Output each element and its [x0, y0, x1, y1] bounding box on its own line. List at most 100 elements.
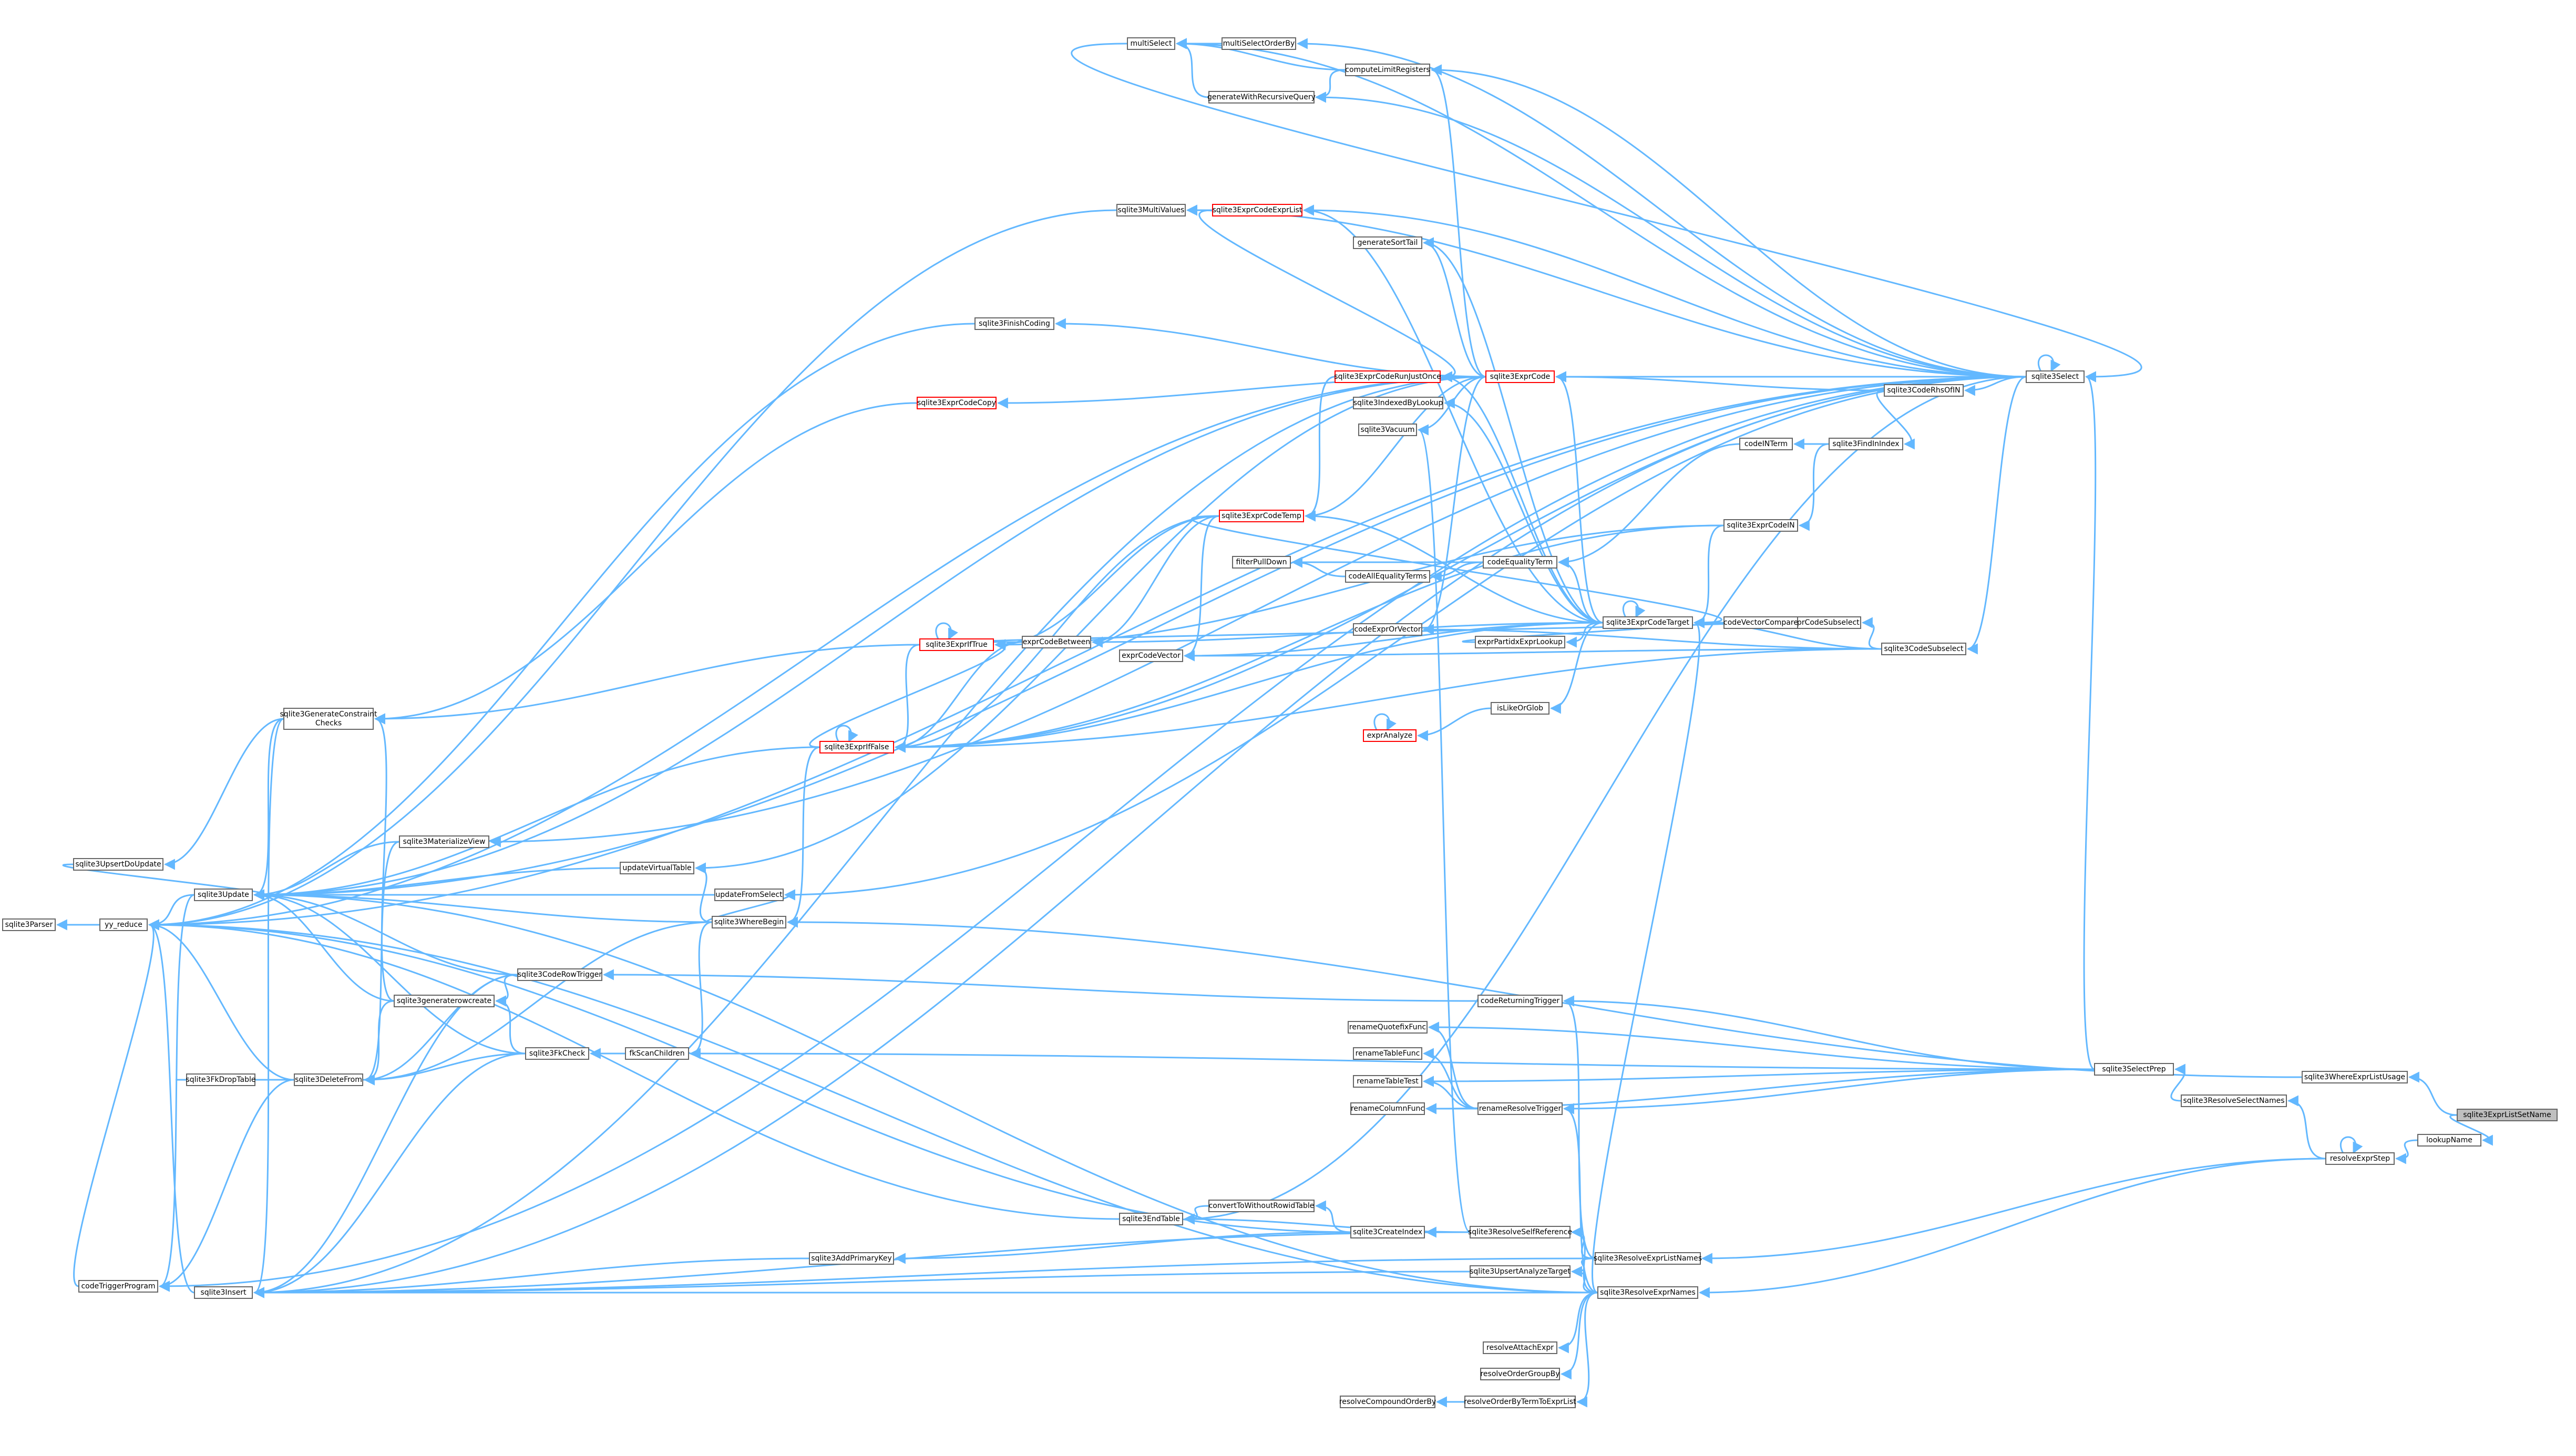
- node-updateVirtualTable[interactable]: updateVirtualTable: [620, 862, 694, 874]
- edge-sqlite3Select-to-generateWithRecursiveQuery: [1315, 91, 2027, 378]
- node-label: filterPullDown: [1236, 558, 1287, 566]
- node-sqlite3Insert[interactable]: sqlite3Insert: [194, 1286, 253, 1299]
- node-sqlite3ExprCodeTemp[interactable]: sqlite3ExprCodeTemp: [1219, 510, 1304, 522]
- node-computeLimitRegisters[interactable]: computeLimitRegisters: [1345, 64, 1430, 76]
- node-sqlite3ResolveExprListNames[interactable]: sqlite3ResolveExprListNames: [1594, 1252, 1702, 1265]
- edge-sqlite3CodeRowTrigger-to-sqlite3Update: [253, 889, 518, 976]
- node-box: [2325, 1152, 2395, 1165]
- node-sqlite3FkCheck[interactable]: sqlite3FkCheck: [525, 1047, 589, 1060]
- node-label: updateVirtualTable: [622, 864, 691, 872]
- node-exprCodeVector[interactable]: exprCodeVector: [1119, 649, 1183, 662]
- node-sqlite3CodeRhsOfIN[interactable]: sqlite3CodeRhsOfIN: [1884, 384, 1964, 397]
- node-resolveCompoundOrderBy[interactable]: resolveCompoundOrderBy: [1339, 1396, 1436, 1408]
- node-label: resolveCompoundOrderBy: [1339, 1398, 1436, 1406]
- node-codeReturningTrigger[interactable]: codeReturningTrigger: [1477, 995, 1563, 1007]
- node-lookupName[interactable]: lookupName: [2417, 1134, 2481, 1147]
- node-label: Checks: [315, 719, 342, 728]
- node-sqlite3FindInIndex[interactable]: sqlite3FindInIndex: [1829, 438, 1903, 450]
- node-yy_reduce[interactable]: yy_reduce: [99, 918, 148, 931]
- node-sqlite3ExprIfFalse[interactable]: sqlite3ExprIfFalse: [819, 741, 894, 753]
- node-sqlite3Select[interactable]: sqlite3Select: [2026, 370, 2085, 383]
- node-sqlite3ExprCodeCopy[interactable]: sqlite3ExprCodeCopy: [917, 397, 997, 409]
- node-label: sqlite3ResolveSelfReference: [1468, 1228, 1572, 1236]
- node-generateWithRecursiveQuery[interactable]: generateWithRecursiveQuery: [1207, 91, 1316, 104]
- edge-sqlite3ExprCodeTemp-to-exprCodeBetween: [1091, 515, 1220, 648]
- edge-codeINTerm-to-codeEqualityTerm: [1557, 443, 1740, 568]
- node-fkScanChildren[interactable]: fkScanChildren: [625, 1047, 689, 1060]
- node-sqlite3ResolveSelfReference[interactable]: sqlite3ResolveSelfReference: [1468, 1226, 1572, 1238]
- edge-sqlite3ExprCodeIN-to-sqlite3ExprCodeTarget: [1693, 524, 1725, 628]
- edge-sqlite3CodeSubselect-to-exprCodeSubselect: [1861, 617, 1882, 650]
- node-renameColumnFunc[interactable]: renameColumnFunc: [1350, 1102, 1425, 1115]
- node-sqlite3CreateIndex[interactable]: sqlite3CreateIndex: [1350, 1226, 1425, 1238]
- node-sqlite3ResolveExprNames[interactable]: sqlite3ResolveExprNames: [1597, 1286, 1698, 1299]
- node-codeTriggerProgram[interactable]: codeTriggerProgram: [78, 1280, 158, 1293]
- node-exprCodeBetween[interactable]: exprCodeBetween: [1022, 636, 1091, 648]
- node-box: [1881, 643, 1966, 655]
- node-box: [809, 1252, 894, 1265]
- node-convertToWithoutRowid[interactable]: convertToWithoutRowidTable: [1208, 1200, 1315, 1212]
- node-renameTableFunc[interactable]: renameTableFunc: [1353, 1047, 1422, 1060]
- node-sqlite3ResolveSelectNames[interactable]: sqlite3ResolveSelectNames: [2181, 1094, 2287, 1107]
- node-renameResolveTrigger[interactable]: renameResolveTrigger: [1477, 1102, 1563, 1115]
- node-sqlite3ExprCodeIN[interactable]: sqlite3ExprCodeIN: [1723, 519, 1798, 532]
- node-resolveOrderByTermToExprList[interactable]: resolveOrderByTermToExprList: [1464, 1396, 1576, 1408]
- node-sqlite3ExprIfTrue[interactable]: sqlite3ExprIfTrue: [919, 638, 994, 651]
- node-renameTableTest[interactable]: renameTableTest: [1353, 1075, 1422, 1088]
- node-sqlite3Update[interactable]: sqlite3Update: [194, 889, 253, 901]
- node-box: [1363, 729, 1417, 742]
- node-sqlite3Vacuum[interactable]: sqlite3Vacuum: [1358, 424, 1417, 436]
- node-sqlite3DropTable[interactable]: sqlite3FkDropTable: [186, 1073, 256, 1086]
- node-sqlite3DeleteFrom[interactable]: sqlite3DeleteFrom: [294, 1073, 363, 1086]
- node-sqlite3Parser[interactable]: sqlite3Parser: [2, 918, 56, 931]
- edge-sqlite3ExprCodeTarget-to-sqlite3ExprCodeExprList: [1302, 204, 1604, 624]
- node-filterPullDown[interactable]: filterPullDown: [1232, 556, 1291, 569]
- node-label: sqlite3UpsertDoUpdate: [75, 860, 161, 869]
- node-sqlite3UpsertAnalyzeTarget[interactable]: sqlite3UpsertAnalyzeTarget: [1470, 1265, 1571, 1278]
- edge-sqlite3WhereBegin-to-sqlite3DeleteFrom: [363, 921, 713, 1086]
- node-label: sqlite3FkCheck: [529, 1049, 586, 1058]
- node-exprAnalyze[interactable]: exprAnalyze: [1363, 729, 1417, 742]
- node-sqlite3MultiValues[interactable]: sqlite3MultiValues: [1116, 204, 1186, 216]
- node-updateFromSelect[interactable]: updateFromSelect: [714, 889, 784, 901]
- node-sqlite3MaterializeView[interactable]: sqlite3MaterializeView: [399, 835, 489, 848]
- node-sqlite3WhereBegin[interactable]: sqlite3WhereBegin: [712, 916, 786, 928]
- node-root[interactable]: sqlite3ExprListSetName: [2457, 1109, 2558, 1121]
- node-exprPartidxExprLookup[interactable]: exprPartidxExprLookup: [1475, 636, 1565, 648]
- node-sqlite3AuthReadCol[interactable]: sqlite3generaterowcreate: [394, 995, 495, 1007]
- node-sqlite3ExprCodeRunJustOnce[interactable]: sqlite3ExprCodeRunJustOnce: [1334, 370, 1441, 383]
- node-sqlite3ExprCode[interactable]: sqlite3ExprCode: [1485, 370, 1555, 383]
- node-label: sqlite3FinishCoding: [979, 319, 1050, 328]
- node-sqlite3ExprCodeExprList[interactable]: sqlite3ExprCodeExprList: [1212, 204, 1302, 216]
- node-resolveExprStep[interactable]: resolveExprStep: [2325, 1152, 2395, 1165]
- node-resolveOrderGroupBy[interactable]: resolveOrderGroupBy: [1480, 1368, 1560, 1380]
- node-box: [399, 835, 489, 848]
- node-multiSelectOrderBy[interactable]: multiSelectOrderBy: [1222, 37, 1296, 50]
- edge-sqlite3WhereBegin-to-sqlite3Update: [253, 889, 713, 923]
- edge-sqlite3ResolveExprNames-to-sqlite3UpsertAnalyzeTarget: [1571, 1266, 1598, 1294]
- node-isLikeOrGlob[interactable]: isLikeOrGlob: [1491, 702, 1549, 715]
- node-codeINTerm[interactable]: codeINTerm: [1739, 438, 1793, 450]
- node-box: [1603, 616, 1693, 629]
- node-sqlite3VdbeIndexed[interactable]: sqlite3IndexedByLookup: [1353, 397, 1443, 409]
- node-renameQuotefixFunc[interactable]: renameQuotefixFunc: [1348, 1021, 1428, 1034]
- node-sqlite3FinishCoding[interactable]: sqlite3FinishCoding: [974, 317, 1054, 330]
- node-codeExprOrVector[interactable]: codeExprOrVector: [1353, 623, 1422, 636]
- node-sqlite3SelectPrep[interactable]: sqlite3SelectPrep: [2094, 1063, 2174, 1076]
- node-sqlite3UpsertDoUpdate[interactable]: sqlite3UpsertDoUpdate: [73, 858, 163, 871]
- node-multiSelect[interactable]: multiSelect: [1127, 37, 1175, 50]
- node-label: resolveOrderGroupBy: [1480, 1370, 1559, 1378]
- node-sqlite3WhereExprListUsage[interactable]: sqlite3WhereExprListUsage: [2302, 1071, 2408, 1083]
- node-codeEqualityTerm[interactable]: codeEqualityTerm: [1483, 556, 1557, 569]
- node-resolveAttachExpr[interactable]: resolveAttachExpr: [1483, 1341, 1557, 1354]
- node-sqlite3CodeRowTrigger[interactable]: sqlite3CodeRowTrigger: [517, 968, 602, 981]
- node-generateSortTail[interactable]: generateSortTail: [1353, 236, 1422, 249]
- node-label: renameQuotefixFunc: [1349, 1023, 1426, 1031]
- node-sqlite3ExprCodeTarget[interactable]: sqlite3ExprCodeTarget: [1603, 616, 1693, 629]
- node-codeVectorCompare[interactable]: codeVectorCompare: [1723, 616, 1798, 629]
- node-codeAllEqualityTerms[interactable]: codeAllEqualityTerms: [1345, 570, 1430, 583]
- node-sqlite3AddPrimaryKey[interactable]: sqlite3AddPrimaryKey: [809, 1252, 894, 1265]
- node-sqlite3CodeSubselect[interactable]: sqlite3CodeSubselect: [1881, 643, 1966, 655]
- node-sqlite3EndTable[interactable]: sqlite3EndTable: [1119, 1213, 1183, 1225]
